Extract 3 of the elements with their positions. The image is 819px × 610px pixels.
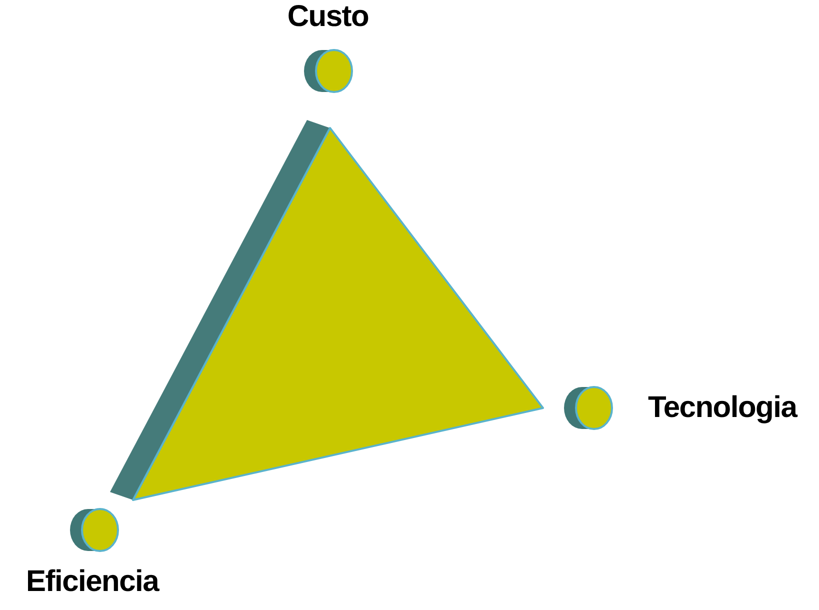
vertex-label: Tecnologia <box>648 393 797 423</box>
vertex-label: Custo <box>287 2 369 32</box>
vertex-label: Eficiencia <box>26 567 159 597</box>
